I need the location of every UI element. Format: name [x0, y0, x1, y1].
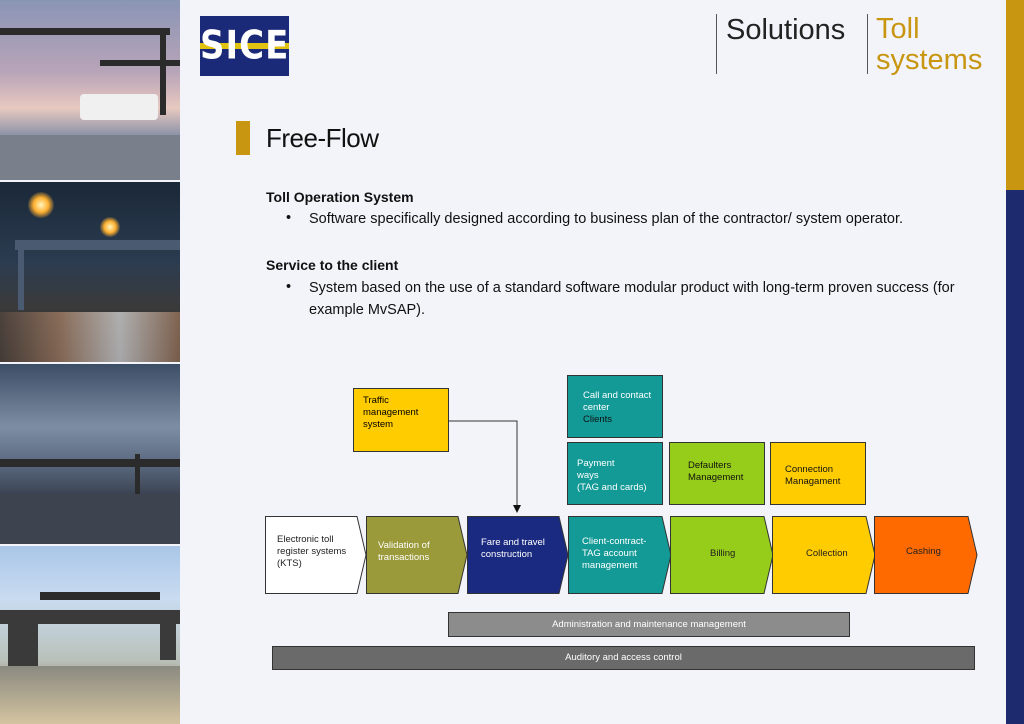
daytime-gantry-photo	[0, 546, 180, 724]
accent-stripe-gold	[1006, 0, 1024, 190]
title-accent-bar	[236, 121, 250, 155]
admin-maintenance-bar: Administration and maintenance managemen…	[448, 612, 850, 637]
header-section: Solutions	[726, 14, 846, 46]
bullet-dot: •	[286, 279, 292, 295]
sice-logo: SICE	[200, 16, 289, 76]
flow-step-collection: Collection	[772, 516, 876, 594]
dusk-gantry-photo	[0, 364, 180, 544]
header-divider	[716, 14, 717, 74]
toll-gantry-photo-1	[0, 0, 180, 180]
accent-stripe-navy	[1006, 190, 1024, 724]
page-title: Free-Flow	[266, 123, 379, 153]
bullet-dot: •	[286, 210, 292, 226]
auditory-access-bar: Auditory and access control	[272, 646, 975, 670]
section-bullet-service: System based on the use of a standard so…	[309, 280, 955, 318]
section-heading-toll-operation: Toll Operation System	[266, 189, 414, 205]
flow-step-billing: Billing	[670, 516, 774, 594]
flow-step-cashing: Cashing	[874, 516, 978, 594]
header-divider-2	[867, 14, 868, 74]
header-subsection: Toll systems	[876, 13, 983, 76]
section-bullet-toll-operation: Software specifically designed according…	[309, 211, 904, 227]
section-heading-service: Service to the client	[266, 257, 399, 273]
night-traffic-photo	[0, 182, 180, 362]
